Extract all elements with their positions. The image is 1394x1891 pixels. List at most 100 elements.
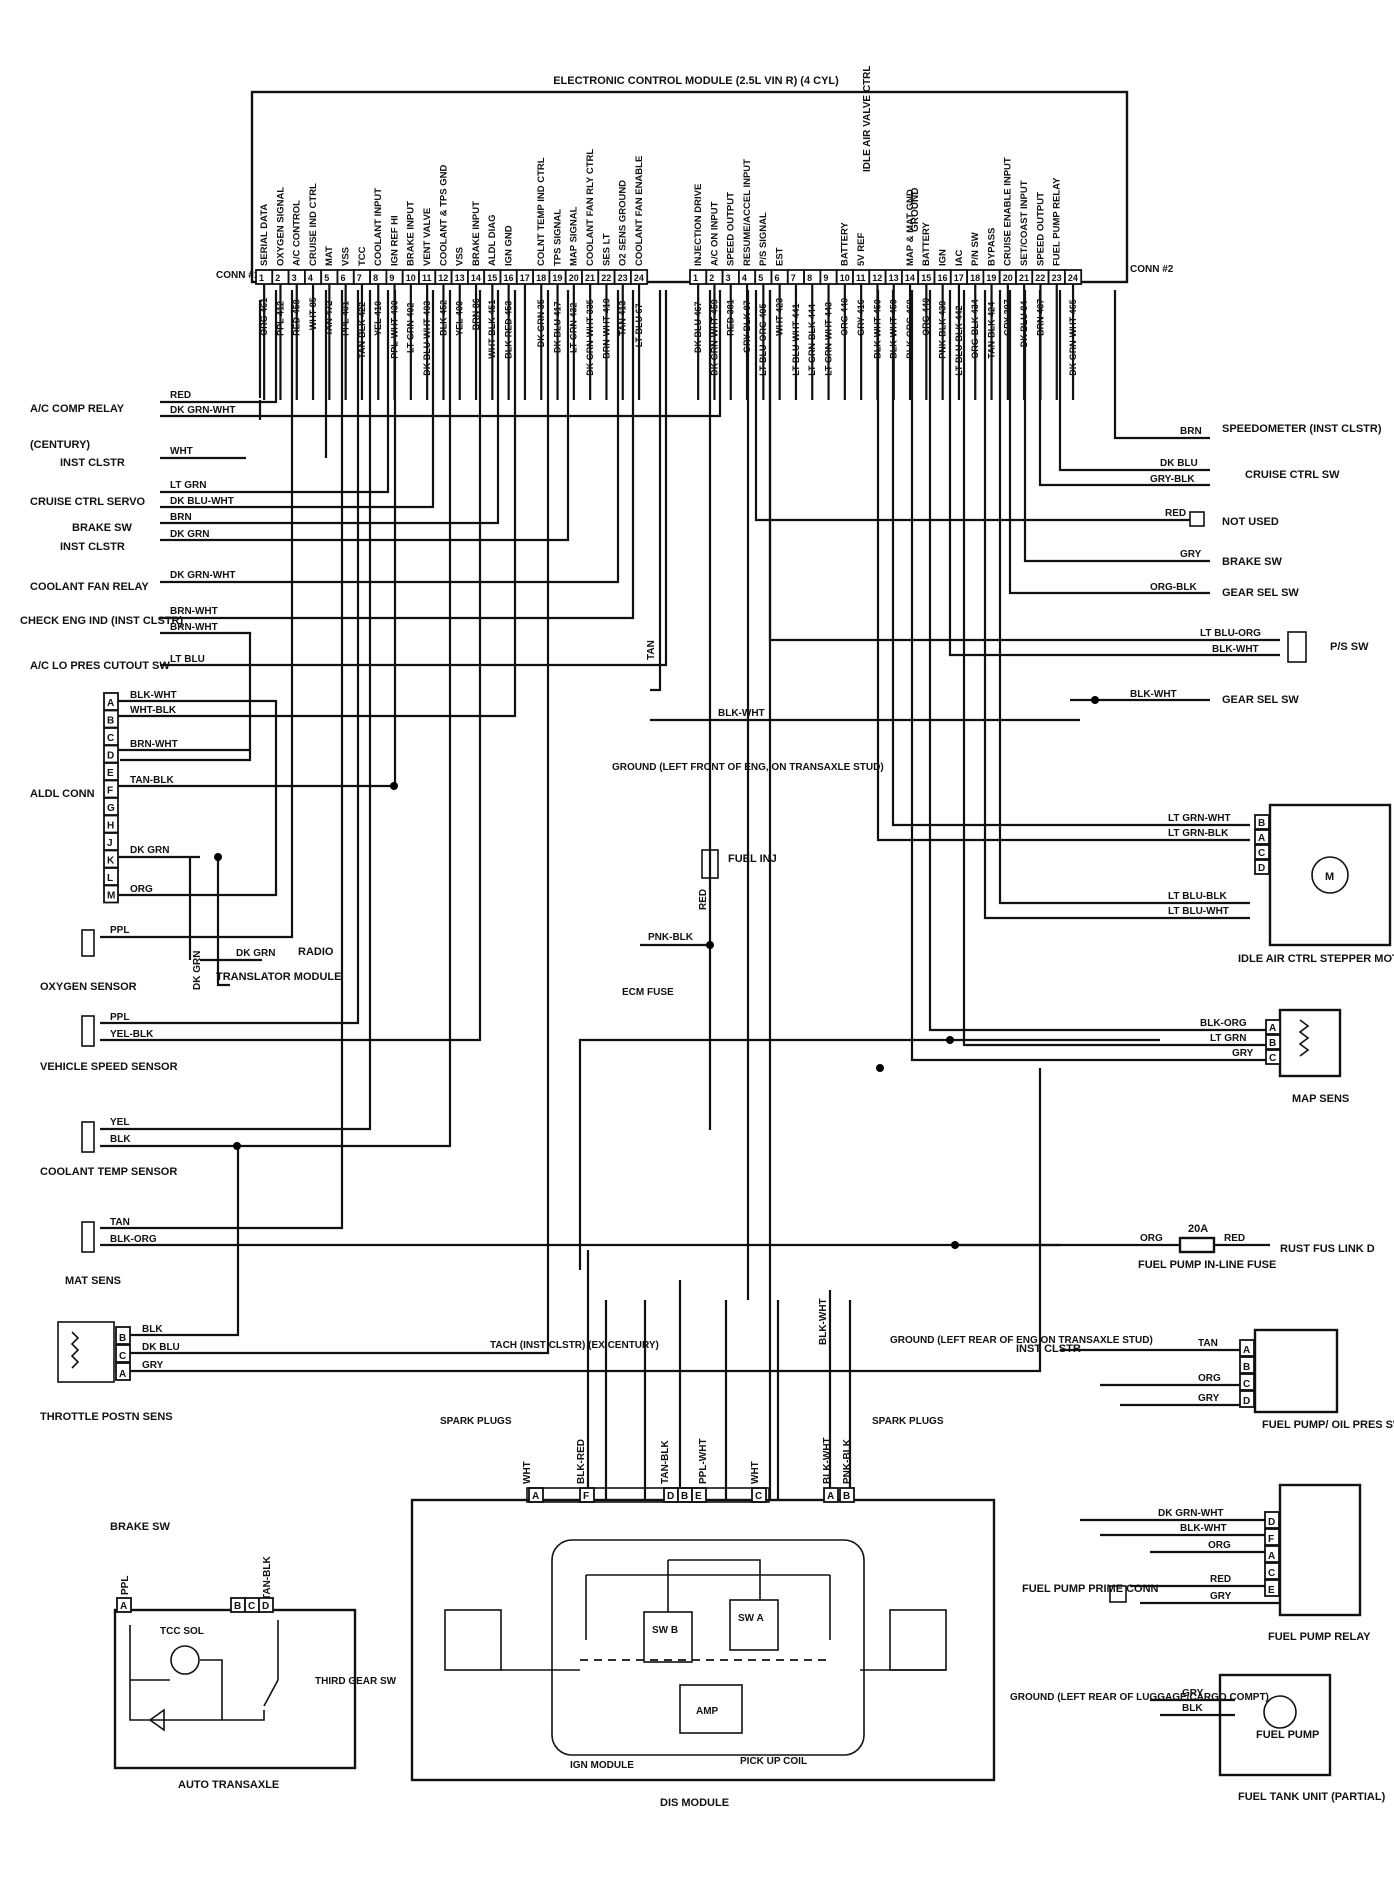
fuel-tank-label: FUEL TANK UNIT (PARTIAL) — [1238, 1791, 1386, 1803]
conn1-pin-function: COLNT TEMP IND CTRL — [536, 157, 547, 266]
wire-org: ORG — [130, 884, 153, 895]
ecm-fuse-label: ECM FUSE — [622, 987, 674, 998]
coil-right-box — [889, 1609, 947, 1671]
splice-dots — [214, 696, 1099, 1249]
wire-dk-grn-3: DK GRN — [236, 948, 275, 959]
aldl-pin-letter: C — [107, 733, 114, 744]
gear-sel-sw-label: GEAR SEL SW — [1222, 587, 1299, 599]
fpo-pin-letter: B — [1243, 1362, 1250, 1373]
conn1-pin-function: TPS SIGNAL — [552, 209, 563, 266]
dis-module-box — [410, 1498, 996, 1782]
conn1-pin-function: BRAKE INPUT — [471, 201, 482, 266]
motor-m-label: M — [1325, 871, 1334, 883]
fuel-pump-fuse-icon — [1178, 1236, 1216, 1254]
left-wire-labels: RED DK GRN-WHT WHT LT GRN DK BLU-WHT BRN… — [110, 390, 275, 1600]
aldl-pin-letter: H — [107, 821, 114, 832]
rwire-org: ORG — [1140, 1233, 1163, 1244]
center-harness — [578, 290, 1160, 1500]
cruise-ctrl-sw-label: CRUISE CTRL SW — [1245, 469, 1340, 481]
oxygen-sensor-label: OXYGEN SENSOR — [40, 981, 137, 993]
tcc-pin-letter: D — [262, 1601, 269, 1612]
rwire-org-2: ORG — [1198, 1373, 1221, 1384]
sw-a-label: SW A — [738, 1613, 764, 1624]
dis-pin-box — [823, 1487, 839, 1503]
aldl-pin-letter: L — [107, 873, 113, 884]
ground2-label: GROUND (LEFT REAR OF ENG ON TRANSAXLE ST… — [890, 1335, 1153, 1346]
rwire-lt-grn: LT GRN — [1210, 1033, 1246, 1044]
brake-sw-bottom-label: BRAKE SW — [110, 1521, 171, 1533]
conn1-pin-number: 2 — [275, 273, 280, 283]
dis-pin-box — [839, 1487, 855, 1503]
conn1-pin-number: 8 — [373, 273, 378, 283]
conn2-pin-number: 23 — [1052, 273, 1062, 283]
tps-pin-letter: C — [119, 1351, 126, 1362]
tps-pin-letter: A — [119, 1369, 126, 1380]
aldl-pin-letter: G — [107, 803, 115, 814]
tach-label: TACH (INST CLSTR) (EX CENTURY) — [490, 1340, 659, 1351]
fpr-pin-letter: F — [1268, 1534, 1274, 1545]
fpr-pin-letter: A — [1268, 1551, 1275, 1562]
aldl-pin-letter: E — [107, 768, 114, 779]
dis-pin-letter: A — [532, 1491, 539, 1502]
fuel-pump-oil-pres-label: FUEL PUMP/ OIL PRES SW — [1262, 1419, 1394, 1431]
rwire-brn: BRN — [1180, 426, 1202, 437]
fuel-pump-icon — [1263, 1695, 1297, 1729]
conn1-pin-number: 18 — [536, 273, 546, 283]
rwire-red: RED — [1165, 508, 1186, 519]
conn1-pin-function: CRUISE IND CTRL — [308, 183, 319, 266]
rwire-dk-blu: DK BLU — [1160, 458, 1198, 469]
auto-transaxle-label: AUTO TRANSAXLE — [178, 1779, 279, 1791]
conn1-pin-function: TCC — [357, 246, 368, 266]
conn2-pin-function: IGN — [938, 249, 949, 266]
dis-pin-letter: B — [843, 1491, 850, 1502]
vehicle-speed-sensor-label: VEHICLE SPEED SENSOR — [40, 1061, 178, 1073]
conn1-pin-function: SERIAL DATA — [259, 204, 270, 266]
fpo-sw-box — [1253, 1328, 1339, 1414]
conn1-pin-number: 4 — [308, 273, 313, 283]
conn2-pin-function: BATTERY — [921, 222, 932, 266]
iac-pin-box — [1254, 814, 1270, 830]
tcc-pin-letter: B — [234, 1601, 241, 1612]
aldl-pin-letter: J — [107, 838, 113, 849]
conn2-label: CONN #2 — [1130, 264, 1174, 275]
conn2-pin-number: 18 — [970, 273, 980, 283]
right-components: M — [1109, 511, 1392, 1777]
spark-plugs-2-label: SPARK PLUGS — [872, 1416, 944, 1427]
fuel-pump-fuse-label: FUEL PUMP IN-LINE FUSE — [1138, 1259, 1276, 1271]
conn2-pin-function: FUEL PUMP RELAY — [1052, 177, 1063, 266]
rwire-lt-blu-wht: LT BLU-WHT — [1168, 906, 1229, 917]
iac-pin-letter: D — [1258, 863, 1265, 874]
rwire-lt-blu-blk: LT BLU-BLK — [1168, 891, 1227, 902]
conn2-pin-number: 21 — [1019, 273, 1029, 283]
rwire-dk-grn-wht: DK GRN-WHT — [1158, 1508, 1224, 1519]
conn2-pin-function: MAP & MAT GND — [905, 189, 916, 266]
rust-fus-label: RUST FUS LINK D — [1280, 1243, 1375, 1255]
fpo-pin-letter: D — [1243, 1396, 1250, 1407]
tps-icon — [57, 1321, 115, 1383]
conn2-pin-number: 10 — [840, 273, 850, 283]
iac-pin-box — [1254, 829, 1270, 845]
fpr-pin-box — [1264, 1511, 1280, 1529]
conn2-pin-number: 9 — [823, 273, 828, 283]
dis-wire-label: PPL-WHT — [698, 1438, 709, 1484]
conn1-pin-function: IGN REF HI — [389, 215, 400, 266]
conn1-pin-number: 3 — [292, 273, 297, 283]
rwire-gry-2: GRY — [1232, 1048, 1254, 1059]
wire-brn: BRN — [170, 512, 192, 523]
wire-lt-blu: LT BLU — [170, 654, 205, 665]
fpr-pin-letter: D — [1268, 1517, 1275, 1528]
auto-transaxle-box — [113, 1608, 357, 1770]
fuse-20a-label: 20A — [1188, 1223, 1208, 1235]
conn2-pin-number: 4 — [742, 273, 747, 283]
conn2-pin-number: 11 — [856, 273, 866, 283]
dis-pin-letter: E — [695, 1491, 702, 1502]
wire-wht-blk: WHT-BLK — [130, 705, 177, 716]
wire-dk-grn: DK GRN — [170, 529, 209, 540]
conn1-pin-number: 21 — [585, 273, 595, 283]
conn2-pin-function: P/S SIGNAL — [758, 212, 769, 266]
tcc-pin-letter: A — [120, 1601, 127, 1612]
rwire-lt-grn-blk: LT GRN-BLK — [1168, 828, 1229, 839]
wire-tan-blk: TAN-BLK — [130, 775, 174, 786]
conn1-pin-number: 23 — [618, 273, 628, 283]
